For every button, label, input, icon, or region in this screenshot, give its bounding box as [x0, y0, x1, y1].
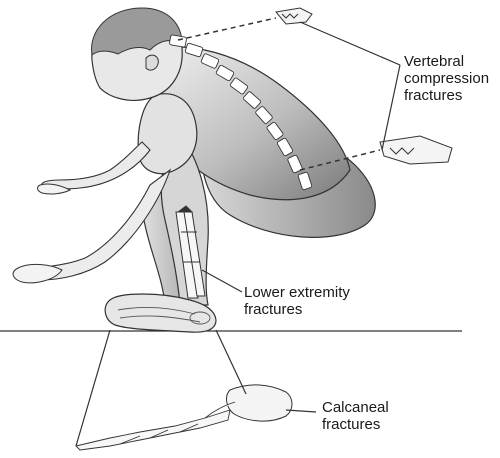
vertebra-detail-top [275, 7, 313, 25]
shoulder-arm [137, 93, 198, 175]
label-line: fractures [404, 87, 463, 104]
spine [169, 34, 313, 191]
lower-extremity-label: Lower extremity fractures [244, 284, 350, 318]
ear [145, 54, 159, 71]
label-line: Calcaneal [322, 399, 389, 416]
vertebral-compression-label: Vertebral compression fractures [404, 53, 489, 104]
left-arm [41, 141, 151, 190]
left-hand [37, 183, 72, 195]
leader-lines [75, 21, 401, 447]
lower-leg-bones [175, 205, 206, 299]
label-line: fractures [322, 416, 381, 433]
foot-skeleton [75, 401, 236, 451]
foot [104, 293, 217, 333]
vertebra-detail-right [379, 135, 453, 165]
label-line: Vertebral [404, 53, 465, 70]
calcaneus-detail [226, 384, 293, 422]
label-line: Lower extremity [244, 284, 350, 301]
label-line: compression [404, 70, 490, 87]
calcaneal-label: Calcaneal fractures [322, 399, 389, 433]
foot-bones [117, 306, 211, 325]
right-hand [12, 263, 63, 284]
dashed-leaders [177, 17, 381, 171]
label-line: fractures [244, 301, 303, 318]
